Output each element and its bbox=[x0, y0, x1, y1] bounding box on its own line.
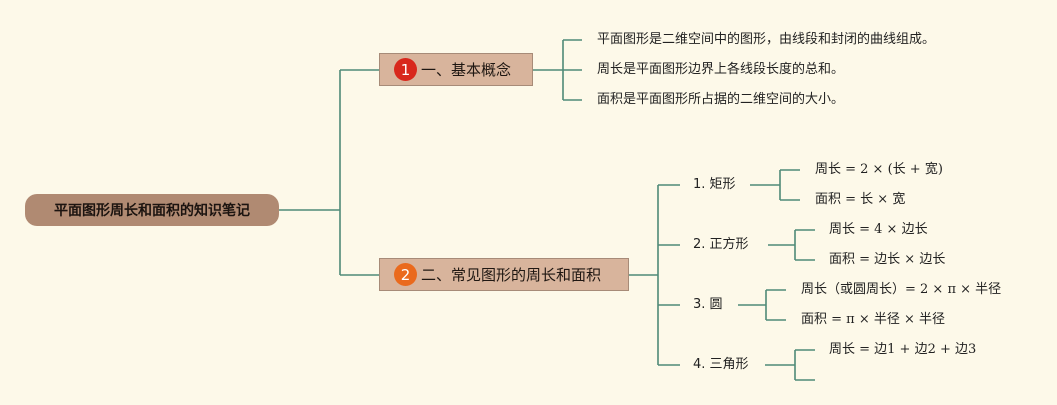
formula-item: 面积 = π × 半径 × 半径 bbox=[801, 312, 946, 327]
concept-item: 周长是平面图形边界上各线段长度的总和。 bbox=[597, 62, 845, 77]
formula-item: 面积 = 边长 × 边长 bbox=[829, 252, 946, 267]
connector-triangle bbox=[765, 349, 815, 381]
connector-root bbox=[279, 69, 379, 276]
connector-rectangle bbox=[750, 169, 800, 201]
concept-item: 面积是平面图形所占据的二维空间的大小。 bbox=[597, 92, 845, 107]
root-topic-label: 平面图形周长和面积的知识笔记 bbox=[54, 203, 250, 219]
branch-label: 二、常见图形的周长和面积 bbox=[421, 266, 602, 284]
concept-item: 平面图形是二维空间中的图形，由线段和封闭的曲线组成。 bbox=[597, 32, 936, 47]
branch-common-shapes[interactable]: 2 二、常见图形的周长和面积 bbox=[379, 258, 629, 291]
branch-number-badge: 2 bbox=[394, 263, 417, 286]
shape-triangle[interactable]: 4. 三角形 bbox=[693, 357, 749, 372]
branch-number-badge: 1 bbox=[394, 58, 417, 81]
formula-item: 周长 = 2 × (长 + 宽) bbox=[815, 162, 943, 177]
connector-square bbox=[768, 229, 815, 261]
connector-branch2 bbox=[629, 184, 680, 366]
connector-circle bbox=[738, 289, 786, 321]
formula-item: 周长 = 边1 + 边2 + 边3 bbox=[829, 342, 977, 357]
formula-item: 面积 = 长 × 宽 bbox=[815, 192, 906, 207]
root-topic[interactable]: 平面图形周长和面积的知识笔记 bbox=[25, 194, 279, 226]
formula-item: 周长（或圆周长）= 2 × π × 半径 bbox=[801, 282, 1002, 297]
formula-item: 周长 = 4 × 边长 bbox=[829, 222, 928, 237]
connector-branch1 bbox=[533, 39, 582, 101]
branch-basic-concepts[interactable]: 1 一、基本概念 bbox=[379, 53, 533, 86]
shape-circle[interactable]: 3. 圆 bbox=[693, 297, 723, 312]
shape-rectangle[interactable]: 1. 矩形 bbox=[693, 177, 736, 192]
branch-label: 一、基本概念 bbox=[421, 61, 512, 79]
shape-square[interactable]: 2. 正方形 bbox=[693, 237, 749, 252]
